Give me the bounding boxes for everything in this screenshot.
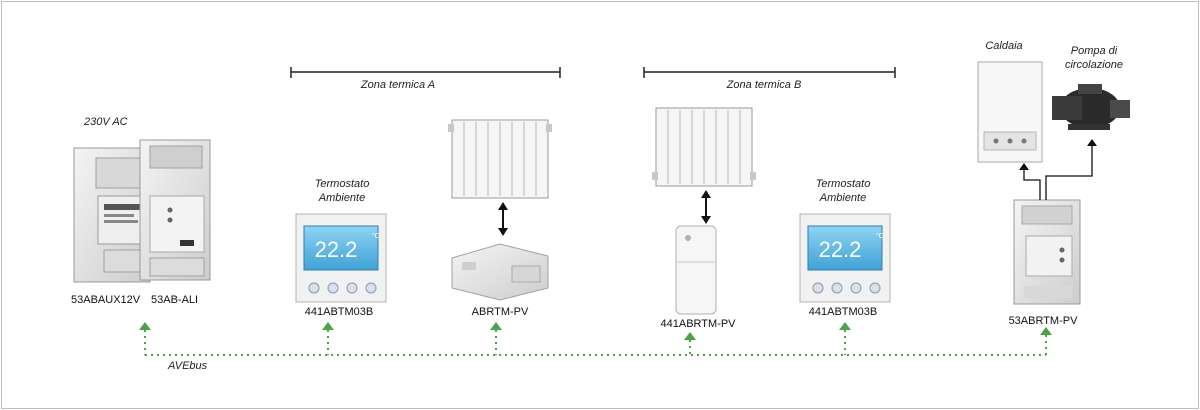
boiler-label: Caldaia <box>985 40 1023 52</box>
radiator-b <box>652 107 756 187</box>
valve-b-device <box>675 225 717 315</box>
radiator-a <box>448 119 552 199</box>
thermostat-b-display-unit: °C <box>876 232 884 240</box>
thermostat-a-display-value: 22.2 <box>315 237 358 262</box>
thermostat-a-label-line1: Termostato <box>314 178 370 190</box>
thermostat-b-label-line1: Termostato <box>815 178 871 190</box>
thermostat-b-code: 441ABTM03B <box>808 306 878 318</box>
valve-a-device <box>451 243 549 301</box>
zone-a-bracket <box>290 67 561 78</box>
valve-b-code: 441ABRTM-PV <box>660 318 736 330</box>
thermostat-b-label-line2: Ambiente <box>819 192 867 204</box>
thermostat-a-code: 441ABTM03B <box>304 306 374 318</box>
actuator-output-arrowheads <box>1019 139 1097 170</box>
pump-device <box>1052 84 1130 130</box>
boiler-device <box>977 61 1043 163</box>
aux-power-code: 53ABAUX12V <box>71 294 141 306</box>
actuator-code: 53ABRTM-PV <box>1008 315 1078 327</box>
actuator-output-links <box>1023 144 1093 200</box>
aux-power-module <box>73 147 151 283</box>
thermostat-a-label-line2: Ambiente <box>318 192 366 204</box>
zone-b-bracket <box>643 67 896 78</box>
radiator-valve-link-a <box>498 202 508 236</box>
valve-a-code: ABRTM-PV <box>471 306 529 318</box>
bus-power-code: 53AB-ALI <box>151 294 199 306</box>
avebus-line <box>144 330 1047 356</box>
pump-label-line2: circolazione <box>1064 59 1124 71</box>
avebus-label: AVEbus <box>168 360 208 372</box>
thermostat-a-device <box>295 213 387 303</box>
bus-arrowheads <box>139 322 1052 340</box>
bus-power-module <box>139 139 211 281</box>
zone-b-label: Zona termica B <box>726 79 802 91</box>
zone-a-label: Zona termica A <box>360 79 436 91</box>
thermostat-b-display-value: 22.2 <box>819 237 862 262</box>
thermostat-a-display-unit: °C <box>372 232 380 240</box>
actuator-module <box>1013 199 1081 305</box>
thermostat-b-device <box>799 213 891 303</box>
power-label: 230V AC <box>84 116 128 128</box>
radiator-valve-link-b <box>701 190 711 224</box>
pump-label-line1: Pompa di <box>1070 45 1118 57</box>
